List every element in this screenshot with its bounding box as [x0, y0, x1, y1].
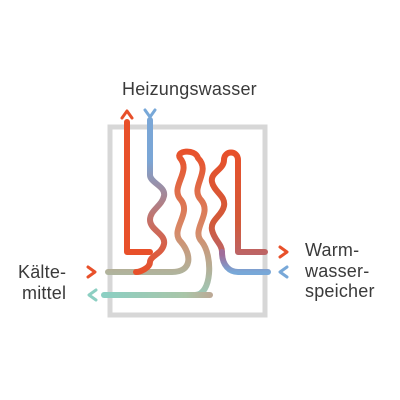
hot-water-storage-label-line-2: wasser- [305, 260, 370, 281]
hot-water-storage-label: Warm- wasser- speicher [305, 240, 375, 302]
hot-water-storage-label-line-3: speicher [305, 281, 375, 302]
hot-water-flow-pipe [208, 149, 268, 255]
hot-water-out-arrow [278, 245, 289, 259]
heating-water-return-pipe [133, 117, 168, 275]
refrigerant-label-line-1: Kälte- [18, 262, 67, 282]
heating-water-flow-pipe [124, 119, 153, 255]
refrigerant-out-arrow [87, 288, 98, 302]
refrigerant-label-line-2: mittel [22, 282, 67, 303]
heating-water-label: Heizungswasser [122, 79, 257, 99]
hot-water-return-pipe [219, 249, 271, 275]
hot-water-storage-label-line-1: Warm- [305, 240, 360, 260]
heating-return-down-arrow [143, 108, 157, 119]
refrigerant-pipe [105, 148, 213, 298]
refrigerant-in-arrow [86, 265, 97, 279]
exchanger-frame [107, 124, 268, 318]
heating-flow-up-arrow [120, 109, 134, 120]
hot-water-in-arrow [278, 265, 289, 279]
refrigerant-label: Kälte- mittel [18, 262, 66, 303]
